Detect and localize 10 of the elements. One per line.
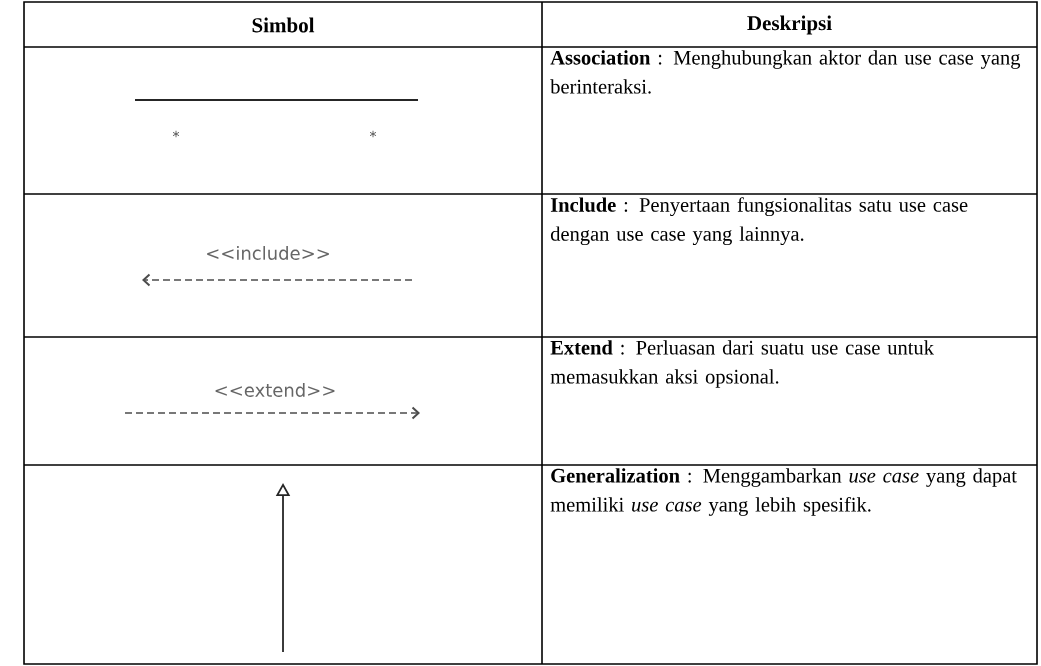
stereotype-label: <<extend>> [215, 383, 335, 397]
stereotype-label: <<include>> [207, 246, 329, 260]
multiplicity-label: * [172, 130, 180, 138]
description-text: Generalization : Menggambarkan use case yang dapat memiliki use case yang lebih spesifik. [550, 468, 1017, 516]
description-text: Include : Penyertaan fungsionalitas satu use case dengan use case yang lainnya. [550, 197, 968, 246]
header-cell: Simbol [252, 17, 315, 33]
header-cell: Deskripsi [747, 15, 832, 35]
description-text: Association : Menghubungkan aktor dan use case yang berinteraksi. [550, 50, 1021, 94]
description-text: Extend : Perluasan dari suatu use case untuk memasukkan aksi opsional. [550, 340, 934, 388]
multiplicity-label: * [369, 130, 377, 138]
